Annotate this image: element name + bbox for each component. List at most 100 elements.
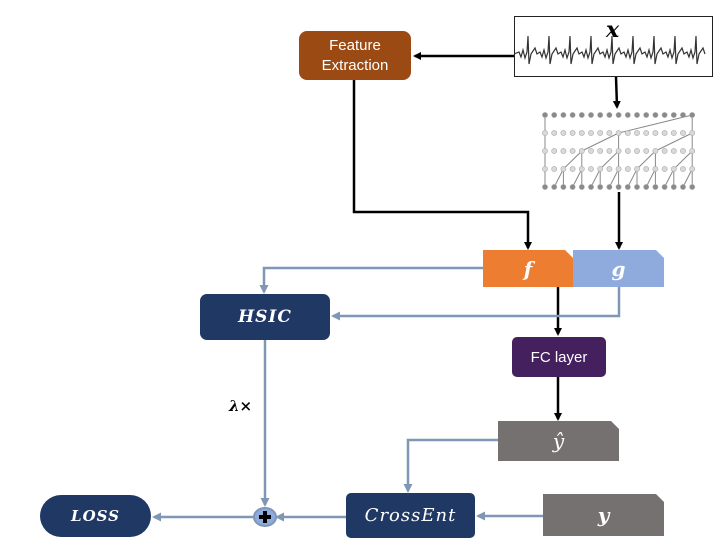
g-block[interactable]: g <box>573 250 664 287</box>
feature-extraction-line1: Feature <box>329 36 381 54</box>
feature-extraction-block[interactable]: Feature Extraction <box>299 31 411 80</box>
tree-node <box>597 130 604 136</box>
tree-node <box>542 184 548 190</box>
tree-node <box>551 130 558 136</box>
tree-edge <box>608 168 620 188</box>
tree-node <box>542 112 548 118</box>
tree-node <box>661 130 668 136</box>
tree-edge <box>673 150 693 170</box>
tree-node <box>597 166 604 172</box>
ecg-signal-box <box>514 16 713 77</box>
fc-layer-block[interactable]: FC layer <box>512 337 606 377</box>
tree-node <box>615 166 622 172</box>
loss-block[interactable]: LOSS <box>40 495 151 537</box>
tree-node <box>615 148 622 154</box>
tree-node <box>569 166 576 172</box>
tree-node <box>588 148 594 154</box>
tree-node <box>652 130 659 136</box>
tree-node <box>634 184 640 190</box>
tree-node <box>588 166 594 172</box>
tree-edge <box>581 132 619 152</box>
tree-node <box>569 148 576 154</box>
tree-node <box>588 130 594 136</box>
tree-node <box>551 184 558 190</box>
tree-node <box>560 184 567 190</box>
tree-node <box>634 166 640 172</box>
tree-edge <box>563 150 583 170</box>
tree-node <box>643 112 650 118</box>
tree-node <box>551 148 558 154</box>
tree-node <box>680 148 686 154</box>
y-block[interactable]: y <box>543 494 664 536</box>
feature-extraction-line2: Extraction <box>321 56 389 74</box>
tree-edge <box>553 168 564 188</box>
tree-node <box>560 130 567 136</box>
tree-node <box>578 148 585 154</box>
tree-node <box>606 148 613 154</box>
tree-node <box>652 166 659 172</box>
tree-edge <box>664 168 675 188</box>
tree-node <box>670 166 677 172</box>
plus-icon <box>259 511 271 523</box>
tree-node <box>643 130 650 136</box>
tree-node <box>624 148 631 154</box>
tree-edge <box>636 150 656 170</box>
tree-node <box>606 130 613 136</box>
tree-node <box>569 184 576 190</box>
tree-node <box>670 130 677 136</box>
tree-edge <box>590 168 601 188</box>
tree-node <box>542 130 548 136</box>
tree-edge <box>627 168 638 188</box>
tree-node <box>606 112 613 118</box>
tree-node <box>643 148 650 154</box>
tree-edge <box>599 150 619 170</box>
tree-node <box>661 112 668 118</box>
tree-node <box>643 184 650 190</box>
tree-node <box>551 166 558 172</box>
tree-edge <box>572 168 583 188</box>
tree-edge <box>645 168 656 188</box>
tree-edge <box>618 114 693 134</box>
tree-node <box>588 184 594 190</box>
tree-node <box>624 184 631 190</box>
tree-node <box>560 166 567 172</box>
tree-node <box>680 184 686 190</box>
arrow-g-to-hsic <box>331 287 621 321</box>
tree-node <box>634 148 640 154</box>
tree-node <box>680 130 686 136</box>
tree-node <box>551 112 558 118</box>
tree-node <box>542 166 548 172</box>
tree-node <box>588 112 594 118</box>
lambda-label: λ× <box>229 397 253 415</box>
tree-node <box>560 112 567 118</box>
tree-node <box>578 184 585 190</box>
y-hat-block[interactable]: ŷ <box>498 421 619 461</box>
hsic-block[interactable]: HSIC <box>200 294 330 340</box>
sum-node <box>253 507 277 527</box>
tree-node <box>680 166 686 172</box>
tree-node <box>624 112 631 118</box>
tree-node <box>624 166 631 172</box>
tree-node <box>597 112 604 118</box>
tree-node <box>606 166 613 172</box>
tree-node <box>569 112 576 118</box>
tree-node <box>634 130 640 136</box>
tree-edge <box>682 168 693 188</box>
crossent-block[interactable]: CrossEnt <box>346 493 475 538</box>
tree-node <box>689 166 696 172</box>
tree-node <box>680 112 686 118</box>
tree-node <box>670 184 677 190</box>
f-block[interactable]: f <box>483 250 573 287</box>
tree-node <box>689 184 696 190</box>
arrow-feature-extraction-to-f <box>352 80 532 250</box>
tree-node <box>634 112 640 118</box>
tree-node <box>624 130 631 136</box>
tree-node <box>661 166 668 172</box>
tree-node <box>670 148 677 154</box>
tree-node <box>689 130 696 136</box>
tree-node <box>615 184 622 190</box>
tree-network-graphic <box>542 112 696 190</box>
tree-node <box>652 184 659 190</box>
tree-node <box>578 112 585 118</box>
